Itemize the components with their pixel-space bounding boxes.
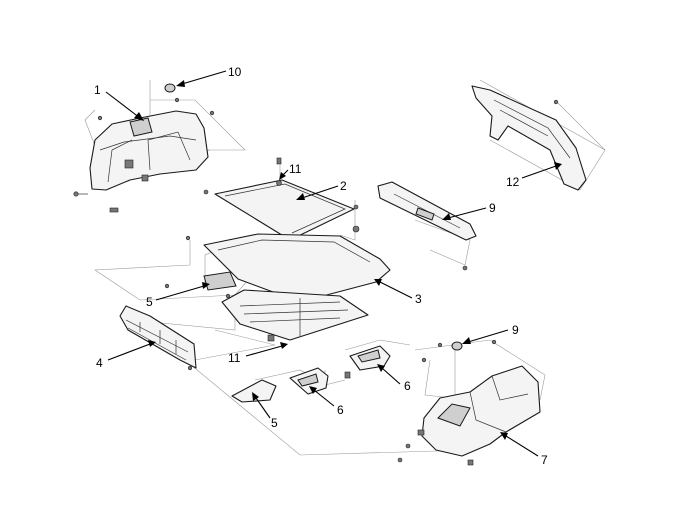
luggage-floor-panel xyxy=(221,289,369,341)
bracket-6-right xyxy=(344,345,391,379)
cross-bar-9 xyxy=(377,181,477,271)
callout-labels: 1 10 11 2 9 12 5 3 4 11 6 6 5 9 7 xyxy=(94,65,548,467)
bracket-6-left xyxy=(289,367,329,395)
luggage-covering-mat xyxy=(203,233,391,303)
tray-5-upper xyxy=(203,271,237,291)
callout-9-upper: 9 xyxy=(489,201,496,215)
callout-11-upper: 11 xyxy=(289,162,302,176)
callout-10: 10 xyxy=(228,65,242,79)
callout-4: 4 xyxy=(96,356,103,370)
right-luggage-side-trim xyxy=(417,365,541,466)
callout-5-lower: 5 xyxy=(271,416,278,430)
callout-3: 3 xyxy=(415,292,422,306)
rear-transverse-trim xyxy=(119,305,197,369)
clip-9-lower xyxy=(437,339,497,351)
rear-upper-trim-12 xyxy=(471,85,587,191)
fastener-11-lower xyxy=(225,293,275,342)
callout-7: 7 xyxy=(541,453,548,467)
callout-6-left: 6 xyxy=(337,403,344,417)
callout-1: 1 xyxy=(94,83,101,97)
fastener-11-upper xyxy=(276,157,359,210)
left-luggage-side-trim xyxy=(89,110,209,191)
callout-6-right: 6 xyxy=(404,379,411,393)
tray-5-lower xyxy=(231,379,277,403)
callout-5-upper: 5 xyxy=(146,295,153,309)
callout-12: 12 xyxy=(506,175,520,189)
callout-11-lower: 11 xyxy=(228,351,241,365)
leader-lines xyxy=(105,70,562,457)
clip-10 xyxy=(164,83,180,103)
loose-fasteners xyxy=(73,110,427,463)
callout-9-lower: 9 xyxy=(512,323,519,337)
callout-2: 2 xyxy=(340,179,347,193)
luggage-board xyxy=(214,179,360,241)
